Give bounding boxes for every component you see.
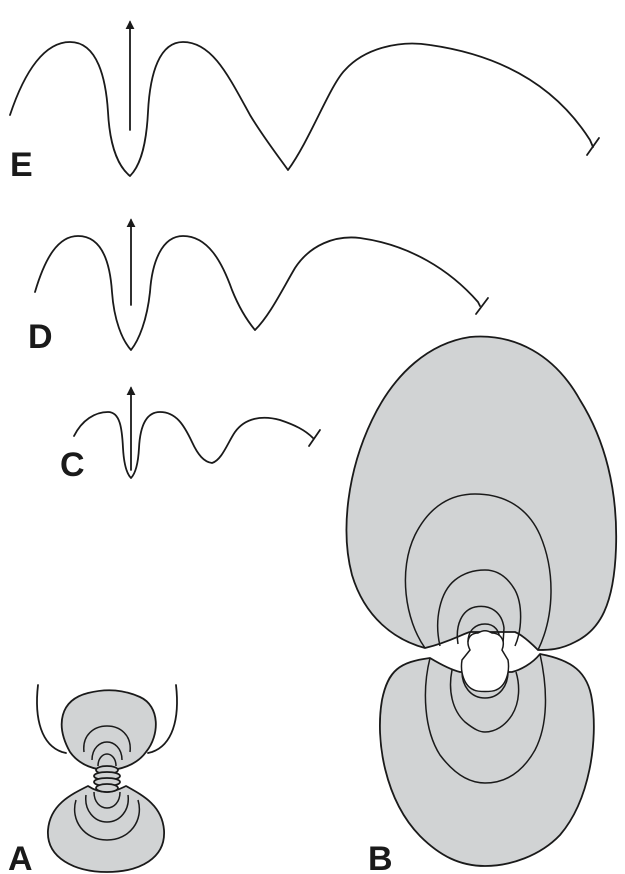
label-e: E <box>10 146 33 184</box>
suture-tick-e <box>587 138 599 155</box>
upper-lobe-a <box>62 690 156 770</box>
profile-c <box>74 412 313 478</box>
central-opening-b <box>462 631 509 692</box>
label-c: C <box>60 446 85 484</box>
suture-tick-c <box>309 430 320 446</box>
panel-b: B <box>346 337 616 874</box>
profile-e <box>10 42 593 176</box>
panel-a: A <box>8 685 177 874</box>
label-a: A <box>8 840 33 874</box>
label-b: B <box>368 840 393 874</box>
upper-lobe-b <box>346 337 616 650</box>
profile-d <box>35 236 480 350</box>
lower-lobe-a <box>48 786 164 872</box>
label-d: D <box>28 318 53 356</box>
panel-d: D <box>28 220 488 356</box>
central-chambers-a <box>94 766 120 792</box>
panel-c: C <box>60 388 320 484</box>
panel-e: E <box>10 22 599 184</box>
suture-tick-d <box>476 298 488 314</box>
